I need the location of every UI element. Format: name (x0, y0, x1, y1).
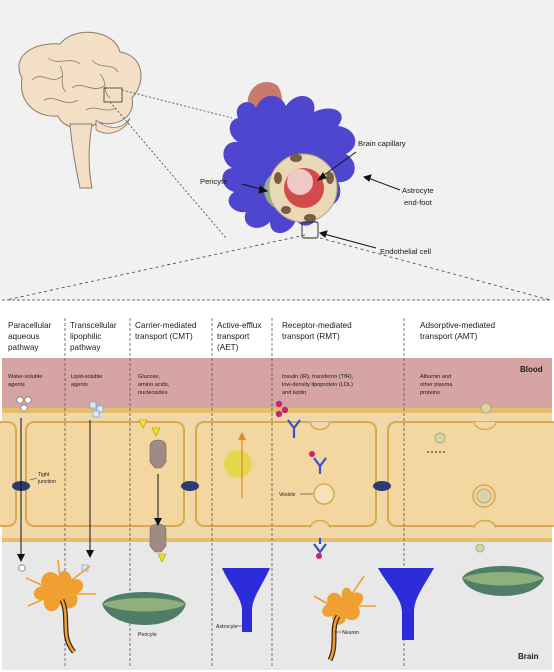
brain-icon (18, 31, 142, 189)
astrocyte-endfoot-icon (378, 568, 434, 640)
rmt-pit-bottom (309, 519, 331, 529)
label-endothelial: Endothelial cell (380, 247, 431, 256)
column-desc-paracellular: Water-soluble agents (8, 374, 44, 388)
column-title-transcellular: Transcellular lipophilic pathway (70, 321, 119, 352)
pericyte-label: Pericyte (138, 632, 157, 638)
neuron-icon (25, 559, 96, 654)
neuron-icon (313, 575, 376, 662)
endothelial-cells (0, 421, 554, 527)
label-brain-capillary: Brain capillary (358, 139, 406, 148)
column-title-rmt: Receptor-mediated transport (RMT) (282, 321, 354, 341)
cmt-transporter-bottom (149, 523, 167, 553)
rmt-receptor-icon (287, 419, 301, 438)
endothelial-nucleus (274, 172, 282, 184)
aet-efflux-pump (224, 450, 252, 478)
astrocyte-label: Astrocyte (216, 624, 238, 630)
zoom-line (109, 101, 227, 239)
tight-junction-pointer (29, 477, 38, 481)
amt-pit-top (473, 421, 497, 431)
cmt-arrowhead (154, 518, 162, 526)
endothelial-membrane-top (2, 408, 552, 413)
column-title-cmt: Carrier-mediated transport (CMT) (135, 321, 199, 341)
pericyte-icon (102, 592, 186, 625)
water-soluble-molecules (16, 396, 32, 572)
label-astrocyte-line2: end-foot (404, 198, 433, 207)
amt-pit-bottom (473, 519, 497, 529)
blood-region (2, 358, 552, 410)
column-desc-cmt: Glucose, amino acids, nucleosides (138, 374, 171, 396)
tight-junction-label: Tight junction (37, 472, 56, 485)
endothelial-nucleus (326, 172, 334, 184)
column-title-paracellular: Paracellular aqueous pathway (8, 321, 54, 352)
transcellular-arrowhead (86, 550, 94, 558)
column-title-amt: Adsorptive-mediated transport (AMT) (420, 321, 497, 341)
endothelial-zoom-box (301, 221, 319, 239)
endothelial-nucleus (281, 206, 291, 214)
rmt-receptor-icon (313, 457, 327, 474)
region-label-blood: Blood (520, 365, 543, 374)
capillary-lumen-highlight (287, 169, 313, 195)
pericyte-icon (462, 566, 544, 596)
zoom-line (121, 89, 233, 119)
bottom-panel-background (2, 300, 552, 358)
paracellular-arrowhead (17, 554, 25, 562)
astrocyte-endfoot-icon (222, 568, 270, 632)
rmt-receptor-icon (313, 538, 327, 554)
cmt-transporter-top (149, 439, 167, 469)
endothelial-nucleus (304, 214, 316, 222)
cmt-substrates (138, 419, 167, 563)
amt-albumin (434, 402, 492, 553)
aet-arrowhead (238, 432, 246, 440)
amt-vesicle (472, 484, 496, 508)
rmt-pit-top (309, 421, 331, 431)
vesicle-label: Vesicle (279, 492, 296, 498)
overview-arrows (241, 151, 401, 249)
brain-region (2, 542, 552, 670)
column-title-aet: Active-efflux transport (AET) (217, 321, 264, 352)
zoom-line (319, 237, 551, 301)
endothelial-nucleus (290, 154, 302, 162)
brain-zoom-box (103, 87, 123, 103)
neuron-label: Neuron (342, 630, 359, 636)
label-pericyte: Pericyte (200, 177, 227, 186)
zoom-line (5, 234, 306, 301)
rmt-vesicle (313, 483, 335, 505)
endothelial-membrane-bottom (2, 538, 552, 543)
region-label-brain: Brain (518, 652, 539, 661)
capillary-cross-section (222, 82, 356, 239)
column-desc-transcellular: Lipid-soluble agents (71, 374, 104, 388)
label-astrocyte-line1: Astrocyte (402, 186, 434, 195)
column-desc-rmt: Insulin (IR), transferrin (TfR), low-den… (282, 374, 355, 396)
lipid-soluble-molecules (81, 401, 104, 572)
column-desc-amt: Albumin and other plasma proteins (420, 374, 454, 396)
amt-charge-marks (427, 451, 445, 453)
